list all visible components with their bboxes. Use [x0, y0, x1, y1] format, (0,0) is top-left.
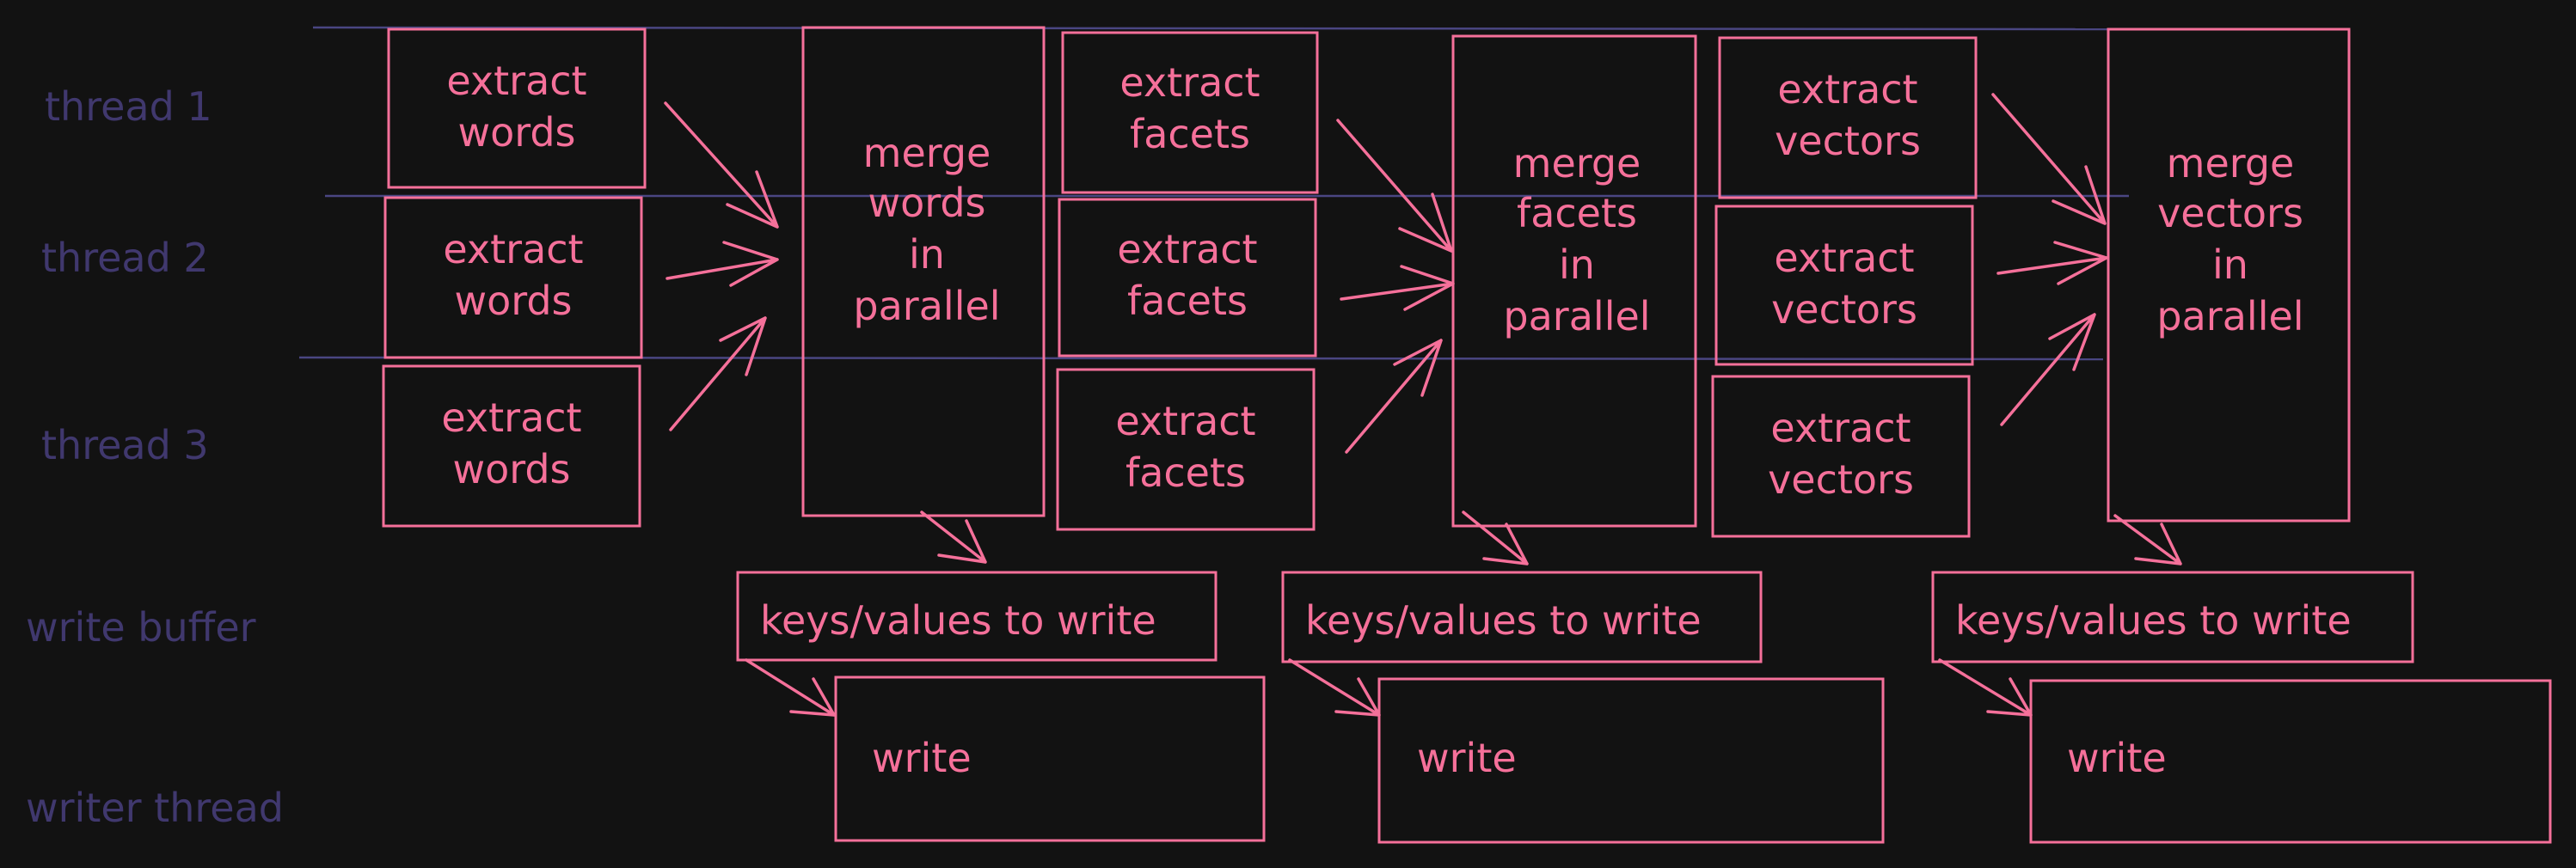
box-line: extract — [441, 394, 581, 441]
arrow-extract-facets-1-to-merge — [1336, 119, 1453, 253]
lane-label-thread-2: thread 2 — [41, 235, 209, 281]
box-line: vectors — [2157, 190, 2303, 236]
extract-facets-box-thread-1: extract facets — [1061, 31, 1319, 194]
merge-words-box: merge words in parallel — [801, 26, 1046, 517]
arrow-buffer-words-to-write — [745, 658, 836, 717]
box-line: extract — [1115, 398, 1255, 444]
buffer-label: keys/values to write — [1305, 597, 1702, 644]
box-line: merge — [2167, 140, 2295, 186]
box-line: in — [1559, 241, 1595, 288]
box-line: vectors — [1768, 456, 1914, 503]
box-line: extract — [446, 58, 586, 104]
extract-facets-box-thread-2: extract facets — [1058, 198, 1317, 358]
write-buffer-box-words: keys/values to write — [736, 571, 1217, 662]
lane-label-thread-1: thread 1 — [45, 83, 212, 130]
extract-words-box-thread-3: extract words — [382, 364, 641, 528]
box-line: merge — [1513, 140, 1641, 186]
write-box-words: write — [834, 675, 1266, 842]
lane-label-thread-3: thread 3 — [41, 422, 209, 468]
box-line: extract — [1117, 226, 1257, 272]
arrow-merge-vectors-to-buffer — [2113, 514, 2182, 565]
box-line: extract — [1119, 59, 1260, 106]
arrow-extract-words-1-to-merge — [664, 101, 779, 229]
box-line: facets — [1127, 278, 1248, 324]
buffer-label: keys/values to write — [760, 597, 1156, 644]
extract-facets-box-thread-3: extract facets — [1056, 368, 1316, 531]
box-line: parallel — [2156, 293, 2303, 339]
extract-vectors-box-thread-3: extract vectors — [1711, 375, 1971, 538]
arrow-extract-facets-3-to-merge — [1345, 339, 1443, 454]
extract-words-box-thread-1: extract words — [387, 28, 647, 189]
box-line: facets — [1125, 449, 1246, 496]
write-box-facets: write — [1377, 677, 1885, 844]
write-label: write — [872, 735, 972, 781]
write-label: write — [2067, 735, 2167, 781]
box-line: in — [2212, 241, 2248, 288]
lane-label-write-buffer: write buffer — [26, 604, 256, 651]
box-line: parallel — [1503, 293, 1650, 339]
arrow-extract-vectors-3-to-merge — [2000, 313, 2096, 426]
box-line: facets — [1517, 190, 1637, 236]
extract-vectors-box-thread-2: extract vectors — [1714, 205, 1974, 366]
lane-label-writer-thread: writer thread — [26, 785, 284, 831]
lane-line-top — [312, 26, 2116, 31]
arrow-extract-words-3-to-merge — [669, 316, 767, 431]
box-line: words — [457, 109, 575, 156]
box-line: words — [452, 446, 570, 492]
arrow-buffer-vectors-to-write — [1938, 658, 2033, 717]
arrow-buffer-facets-to-write — [1288, 658, 1381, 717]
buffer-label: keys/values to write — [1955, 597, 2352, 644]
box-line: words — [454, 278, 572, 324]
write-buffer-box-vectors: keys/values to write — [1931, 571, 2414, 663]
write-box-vectors: write — [2029, 679, 2552, 844]
write-buffer-box-facets: keys/values to write — [1281, 571, 1763, 663]
merge-vectors-box: merge vectors in parallel — [2107, 28, 2351, 523]
box-line: merge — [863, 130, 991, 176]
extract-vectors-box-thread-1: extract vectors — [1718, 36, 1978, 199]
arrow-extract-facets-2-to-merge — [1340, 265, 1455, 311]
write-label: write — [1417, 735, 1517, 781]
merge-facets-box: merge facets in parallel — [1451, 34, 1697, 528]
box-line: extract — [1777, 66, 1917, 113]
box-line: extract — [1770, 405, 1911, 451]
box-line: parallel — [853, 283, 1000, 329]
arrow-extract-vectors-1-to-merge — [1991, 93, 2107, 225]
arrow-extract-vectors-2-to-merge — [1996, 241, 2108, 285]
box-line: words — [868, 180, 985, 226]
box-line: extract — [1774, 235, 1914, 281]
extract-words-box-thread-2: extract words — [383, 196, 643, 359]
box-line: extract — [443, 226, 583, 272]
arrow-merge-words-to-buffer — [920, 510, 987, 564]
box-line: in — [909, 231, 945, 278]
arrow-merge-facets-to-buffer — [1462, 510, 1529, 565]
box-line: vectors — [1771, 286, 1917, 333]
box-line: facets — [1130, 111, 1250, 157]
box-line: vectors — [1775, 118, 1921, 164]
arrow-extract-words-2-to-merge — [665, 241, 779, 287]
